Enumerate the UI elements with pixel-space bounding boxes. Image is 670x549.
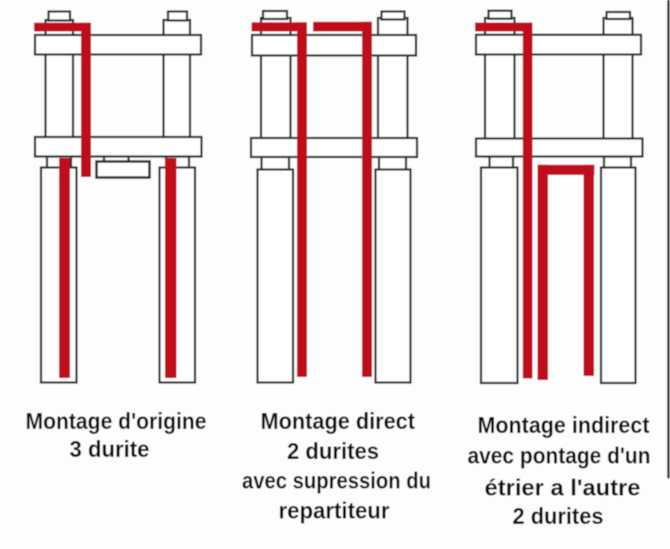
svg-text:avec supression du: avec supression du <box>242 468 431 494</box>
svg-text:étrier a l'autre: étrier a l'autre <box>485 475 641 501</box>
svg-text:Montage indirect: Montage indirect <box>478 412 650 438</box>
svg-text:avec pontage d'un: avec pontage d'un <box>468 443 651 469</box>
svg-text:2 durites: 2 durites <box>513 503 604 529</box>
svg-text:Montage d'origine: Montage d'origine <box>26 408 207 434</box>
svg-text:Montage direct: Montage direct <box>261 408 416 434</box>
svg-text:repartiteur: repartiteur <box>279 497 390 523</box>
svg-text:2 durites: 2 durites <box>287 438 379 464</box>
svg-text:3 durite: 3 durite <box>70 436 150 462</box>
